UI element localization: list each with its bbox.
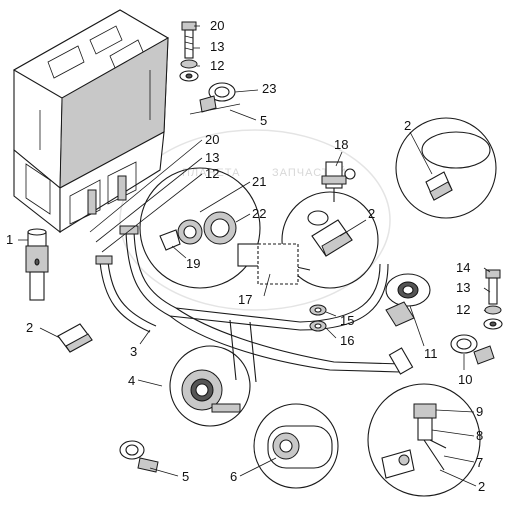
callout-6: 6 (230, 469, 237, 484)
bolt-head-icon (181, 21, 197, 31)
callout-5: 5 (182, 469, 189, 484)
callout-16: 16 (340, 333, 354, 348)
callout-14: 14 (456, 260, 470, 275)
callout-2: 2 (478, 479, 485, 494)
callout-17: 17 (238, 292, 252, 307)
callout-3: 3 (130, 344, 137, 359)
callout-21: 21 (252, 174, 266, 189)
ring-part-4 (169, 345, 251, 427)
detail-circle-center (139, 167, 261, 289)
fitting-18 (321, 161, 356, 202)
callout-22: 22 (252, 206, 266, 221)
callout-2: 2 (404, 118, 411, 133)
callout-10: 10 (458, 372, 472, 387)
detail-circle-right (281, 191, 379, 289)
detail-circle-6 (253, 403, 339, 489)
watermark-left: ПЛАНЕТА (182, 167, 240, 179)
callout-13: 13 (456, 280, 470, 295)
callout-1: 1 (6, 232, 13, 247)
bolt-stack-top (179, 21, 199, 82)
callout-18: 18 (334, 137, 348, 152)
callout-labels: 20 13 12 23 5 20 13 12 21 22 19 18 2 2 1… (6, 18, 485, 494)
callout-7: 7 (476, 455, 483, 470)
ring-part-right (385, 273, 431, 327)
callout-20: 20 (210, 18, 224, 33)
callout-15: 15 (340, 313, 354, 328)
callout-2: 2 (368, 206, 375, 221)
leader-lines (18, 25, 491, 487)
callout-12: 12 (456, 302, 470, 317)
filter-part-1 (25, 228, 49, 301)
callout-13: 13 (205, 150, 219, 165)
detail-circle-valve (367, 383, 481, 497)
detail-circle-top-right (395, 117, 497, 219)
callout-9: 9 (476, 404, 483, 419)
callout-4: 4 (128, 373, 135, 388)
callout-8: 8 (476, 428, 483, 443)
callout-12: 12 (210, 58, 224, 73)
tank-assembly (12, 9, 170, 234)
clamp-5-bottom (119, 440, 159, 473)
callout-13: 13 (210, 39, 224, 54)
callout-19: 19 (186, 256, 200, 271)
callout-23: 23 (262, 81, 276, 96)
callout-20: 20 (205, 132, 219, 147)
callout-2: 2 (26, 320, 33, 335)
bolt-stack-right (483, 269, 503, 330)
spring-washer-icon (180, 59, 198, 69)
bracket-part-2-left (57, 323, 93, 353)
callout-12: 12 (205, 166, 219, 181)
callout-5: 5 (260, 113, 267, 128)
washers-15-16 (309, 304, 327, 332)
clamp-23 (189, 82, 241, 115)
clamp-10-11 (450, 334, 495, 365)
valve-17 (257, 243, 311, 285)
hose-lines (95, 225, 414, 383)
callout-11: 11 (424, 346, 438, 361)
